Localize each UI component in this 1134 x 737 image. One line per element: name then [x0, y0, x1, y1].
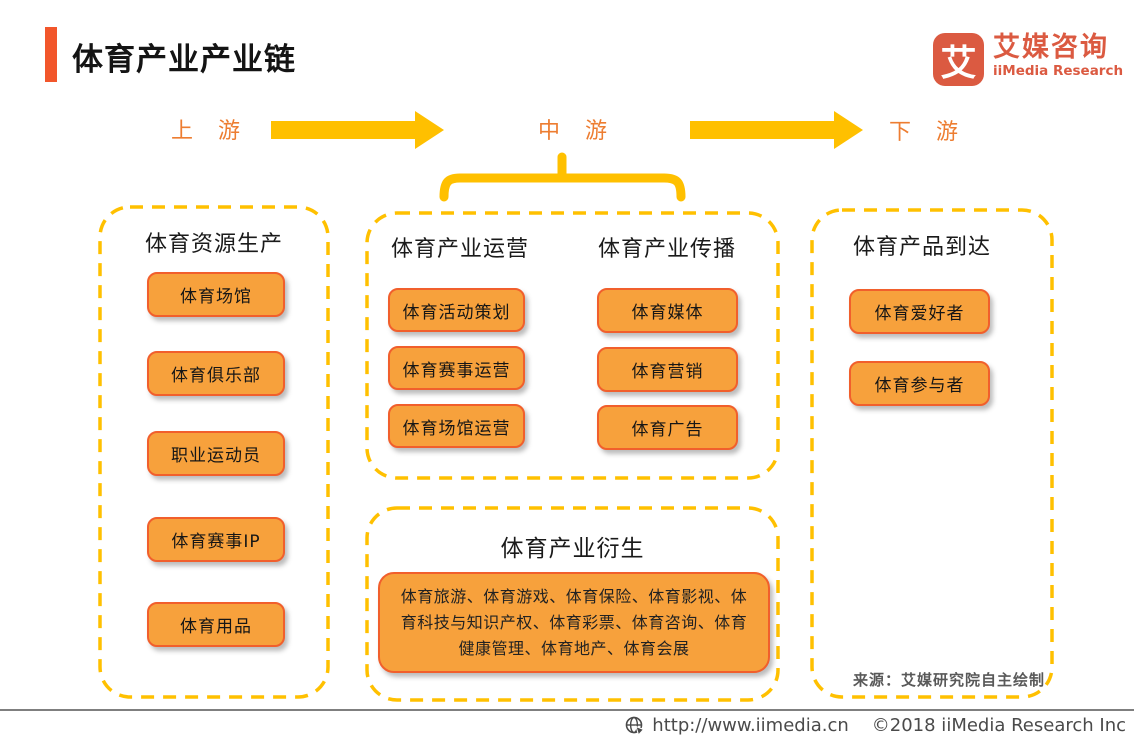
iimedia-logo: 艾 艾媒咨询 iiMedia Research	[933, 33, 1123, 86]
flow-label-upstream: 上 游	[171, 119, 249, 144]
communication-column-title: 体育产业传播	[597, 237, 736, 262]
node-activity-planning: 体育活动策划	[388, 288, 525, 332]
logo-name-cn: 艾媒咨询	[993, 32, 1109, 63]
iimedia-logo-text: 艾媒咨询 iiMedia Research	[993, 32, 1124, 80]
node-sports-advertising: 体育广告	[597, 405, 738, 450]
derived-industries-box: 体育旅游、体育游戏、体育保险、体育影视、体育科技与知识产权、体育彩票、体育咨询、…	[378, 572, 770, 673]
page-title: 体育产业产业链	[72, 42, 296, 78]
downstream-group-border	[810, 208, 1054, 699]
flow-label-downstream: 下 游	[889, 120, 967, 145]
footer: http://www.iimedia.cn ©2018 iiMedia Rese…	[624, 713, 1126, 737]
arrow-upstream-to-midstream	[271, 111, 444, 149]
node-sports-venues: 体育场馆	[147, 272, 285, 317]
derived-group-border	[365, 506, 780, 702]
node-sports-clubs: 体育俱乐部	[147, 351, 285, 396]
midstream-group-border	[365, 211, 780, 480]
node-sports-media: 体育媒体	[597, 288, 738, 333]
node-sporting-goods: 体育用品	[147, 602, 285, 647]
upstream-group-title: 体育资源生产	[144, 232, 283, 257]
iimedia-logo-icon: 艾	[933, 33, 984, 86]
footer-copyright: ©2018 iiMedia Research Inc	[871, 714, 1126, 736]
source-note: 来源：艾媒研究院自主绘制	[853, 671, 1046, 689]
downstream-group-title: 体育产品到达	[852, 235, 991, 260]
upstream-group-border	[98, 205, 330, 699]
logo-name-en: iiMedia Research	[993, 63, 1124, 79]
node-sports-event-ip: 体育赛事IP	[147, 517, 285, 562]
node-venue-operation: 体育场馆运营	[388, 404, 525, 448]
midstream-bracket	[439, 173, 686, 202]
node-sports-participants: 体育参与者	[849, 361, 990, 406]
node-sports-marketing: 体育营销	[597, 347, 738, 392]
node-sports-fans: 体育爱好者	[849, 289, 990, 334]
globe-icon	[625, 716, 645, 736]
node-professional-athletes: 职业运动员	[147, 431, 285, 476]
footer-divider	[0, 709, 1134, 711]
operation-column-title: 体育产业运营	[390, 237, 529, 262]
flow-label-midstream: 中 游	[538, 119, 616, 144]
node-event-operation: 体育赛事运营	[388, 346, 525, 390]
arrow-midstream-to-downstream	[690, 111, 863, 149]
derived-group-title: 体育产业衍生	[500, 536, 645, 562]
title-accent-bar	[45, 27, 57, 82]
footer-url: http://www.iimedia.cn	[652, 714, 849, 736]
